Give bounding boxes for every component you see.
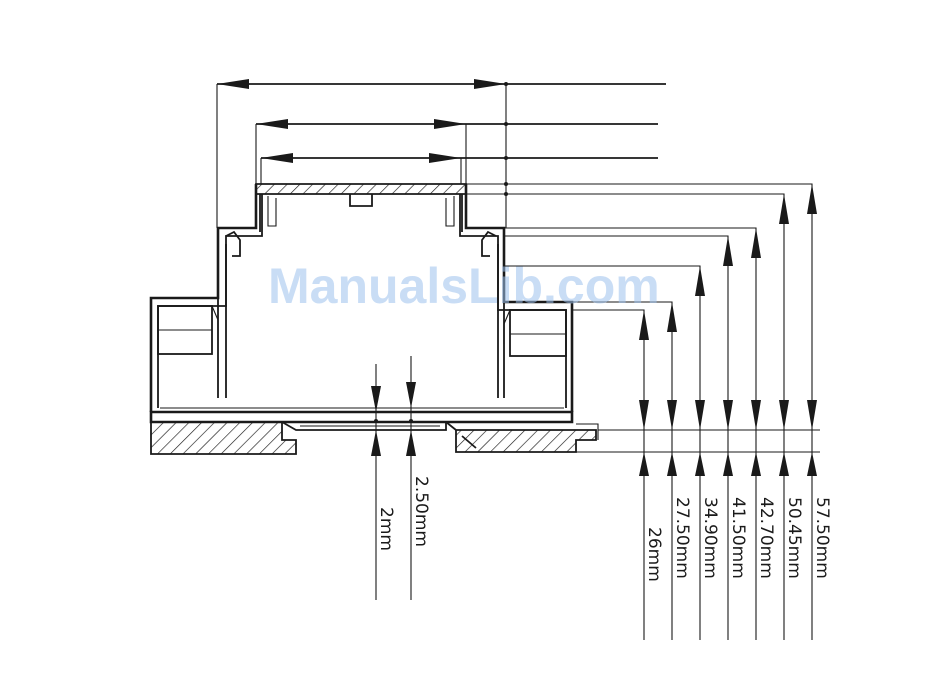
- dim-label-57-50mm: 57.50mm: [812, 497, 832, 579]
- watermark-text: ManualsLib.com: [268, 258, 660, 314]
- dim-label-34-90mm: 34.90mm: [700, 497, 720, 579]
- dim-label-2-50mm: 2.50mm: [411, 476, 431, 547]
- housing-cross-section: [151, 184, 598, 454]
- dim-label-42-70mm: 42.70mm: [756, 497, 776, 579]
- dim-label-50-45mm: 50.45mm: [784, 497, 804, 579]
- dim-label-41-50mm: 41.50mm: [728, 497, 748, 579]
- dim-label-27-50mm: 27.50mm: [672, 497, 692, 579]
- bottom-thickness-dimensions: [371, 356, 416, 600]
- top-horizontal-dimensions: [217, 79, 666, 228]
- dim-label-2mm: 2mm: [376, 507, 396, 551]
- dimension-labels: 26mm 27.50mm 34.90mm 41.50mm 42.70mm 50.…: [376, 476, 832, 582]
- dim-label-26mm: 26mm: [644, 527, 664, 582]
